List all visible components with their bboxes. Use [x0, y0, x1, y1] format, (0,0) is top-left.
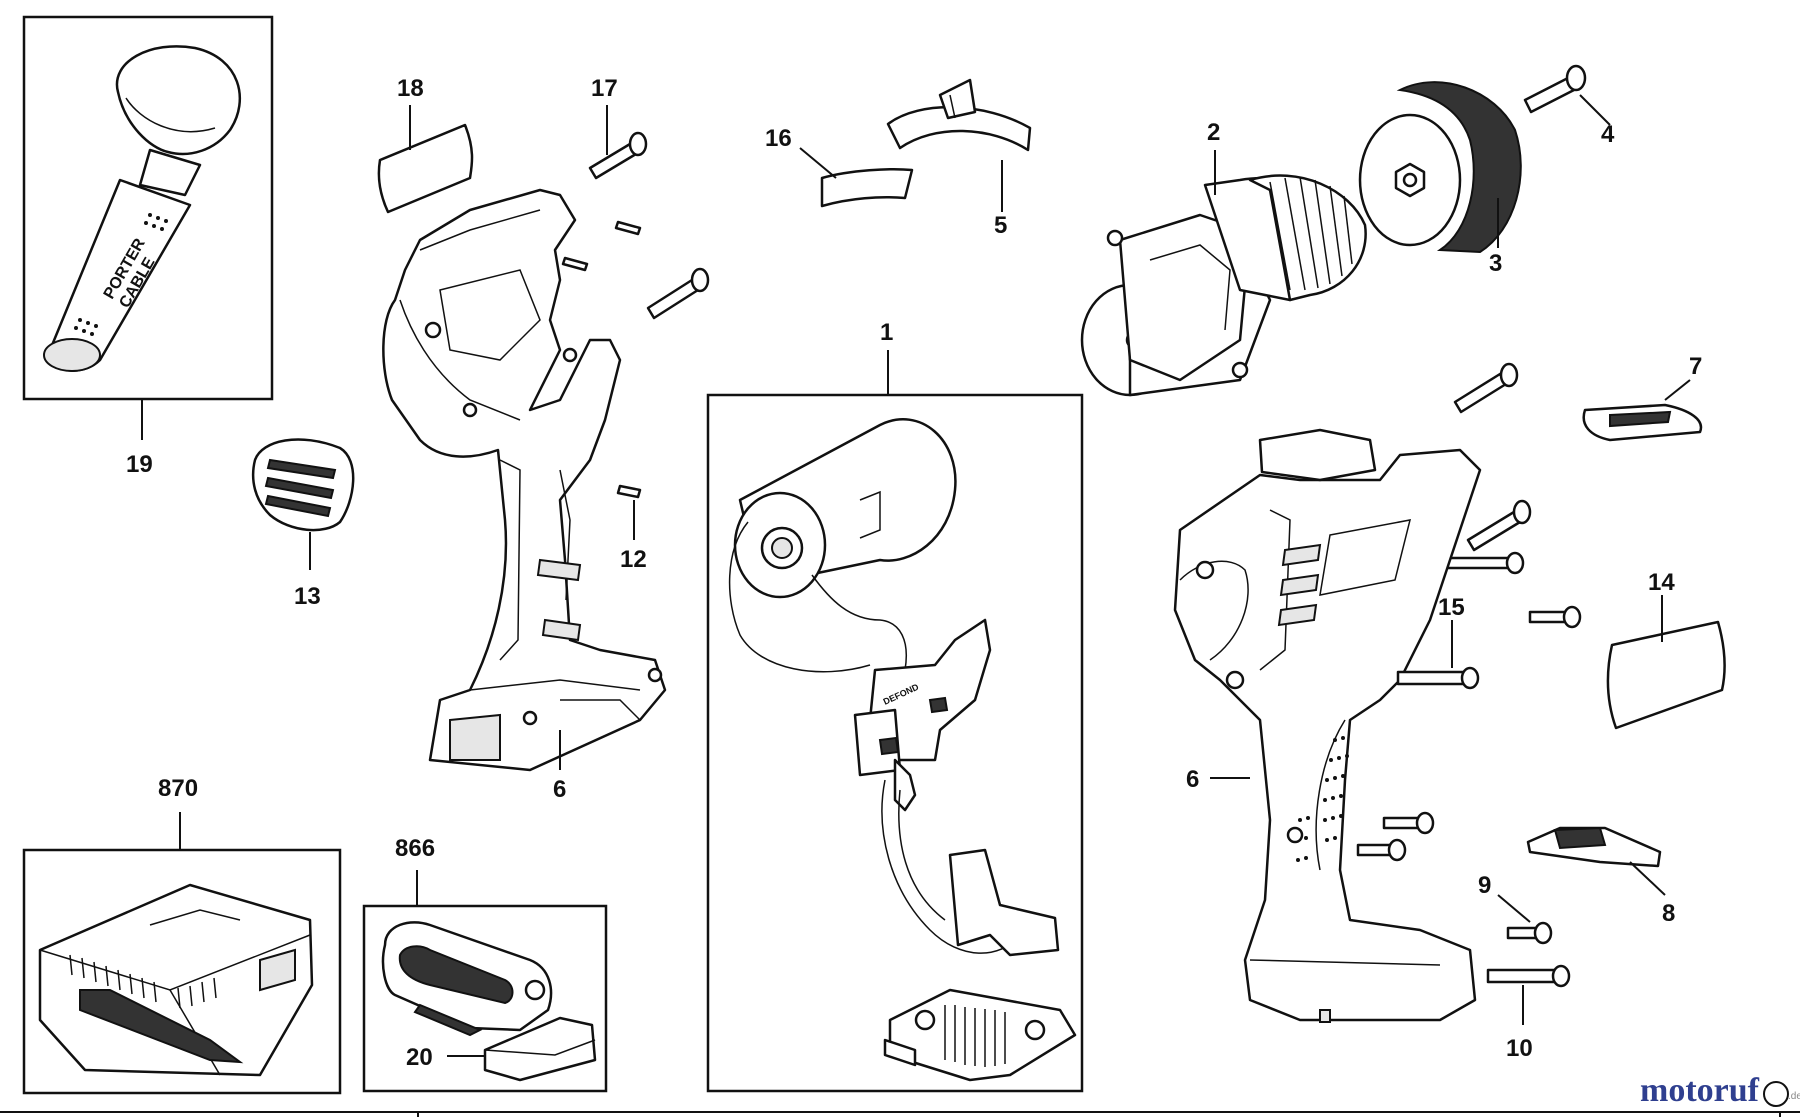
part-15-screw: [1396, 666, 1480, 690]
svg-text:.de: .de: [1788, 1091, 1800, 1102]
part-1-motor-switch-assembly: DEFOND: [706, 393, 1084, 1093]
callout-4: 4: [1601, 121, 1615, 148]
housing-screw: [646, 267, 710, 320]
part-18-label: [377, 123, 474, 214]
callout-9: 9: [1478, 872, 1491, 899]
screw: [1356, 838, 1407, 862]
handle-grip-dots: [74, 213, 168, 336]
part-3-chuck: [1358, 81, 1522, 254]
part-7-belt-clip: [1582, 403, 1703, 442]
callout-7: 7: [1689, 353, 1702, 380]
motoruf-watermark: motoruf .de: [1640, 1072, 1800, 1109]
part-4-chuck-screw: [1523, 64, 1587, 114]
part-6-housing-left: [382, 188, 667, 772]
part-870-charger: [22, 848, 342, 1095]
callout-17: 17: [591, 75, 618, 102]
part-5-cover-strap: [886, 78, 1032, 152]
callout-20: 20: [406, 1044, 433, 1071]
screw: [1382, 811, 1435, 835]
callout-5: 5: [994, 212, 1007, 239]
callout-6-left: 6: [553, 776, 566, 803]
callout-18: 18: [397, 75, 424, 102]
callout-12: 12: [620, 546, 647, 573]
charger-vents: [69, 954, 217, 1009]
callout-8: 8: [1662, 900, 1675, 927]
part-17-screw: [588, 131, 648, 180]
part-12-pin: [616, 484, 642, 499]
part-14-label: [1606, 620, 1726, 730]
screw: [1528, 605, 1582, 629]
part-20-battery-clip: [483, 1016, 597, 1082]
callout-10: 10: [1506, 1035, 1533, 1062]
part-8-led-pad: [1526, 826, 1662, 868]
part-9-screw: [1506, 921, 1553, 945]
screw: [1453, 362, 1519, 414]
callout-13: 13: [294, 583, 321, 610]
small-pin: [614, 220, 642, 236]
callout-1: 1: [880, 319, 893, 346]
callout-14: 14: [1648, 569, 1675, 596]
part-16-label: [820, 168, 914, 208]
screw: [1466, 499, 1532, 552]
callout-15: 15: [1438, 594, 1465, 621]
part-19-side-handle: PORTER CABLE: [22, 15, 274, 401]
part-6-housing-right: [1173, 428, 1482, 1023]
part-13-vent-cover: [251, 438, 355, 532]
terminal-fins: [944, 1005, 1006, 1067]
part-2-gearbox: [1080, 174, 1367, 397]
svg-text:motoruf: motoruf: [1640, 1072, 1760, 1109]
gearbox-ribs: [1269, 176, 1353, 291]
callout-866: 866: [395, 835, 435, 862]
callout-6-right: 6: [1186, 766, 1199, 793]
callout-2: 2: [1207, 119, 1220, 146]
callout-19: 19: [126, 451, 153, 478]
callout-3: 3: [1489, 250, 1502, 277]
callout-870: 870: [158, 775, 198, 802]
callout-16: 16: [765, 125, 792, 152]
part-10-screw: [1486, 964, 1571, 988]
small-pin: [561, 256, 589, 272]
grip-texture-dots: [1296, 736, 1349, 862]
screw: [1444, 551, 1525, 575]
part-866-battery: [362, 904, 608, 1093]
